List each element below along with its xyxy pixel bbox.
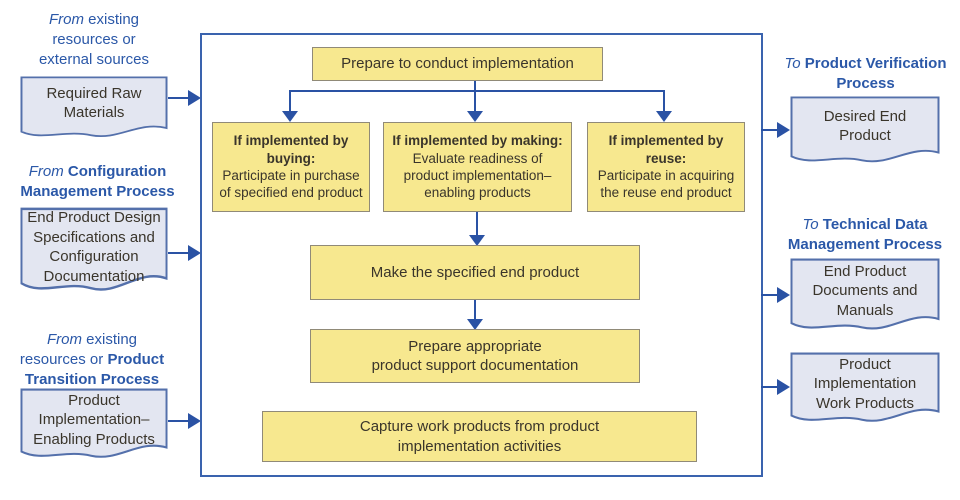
connector-middle-stub: [474, 90, 476, 112]
arrow-input-3-shaft: [168, 420, 190, 422]
arrow-to-prepare-docs-shaft: [474, 300, 476, 320]
arrow-input-2-shaft: [168, 252, 190, 254]
document-implementation-enabling-products: Product Implementation– Enabling Product…: [20, 388, 168, 468]
document-shape-icon: [20, 76, 168, 138]
document-end-product-documents: End Product Documents and Manuals: [790, 258, 940, 340]
document-shape-icon: [20, 388, 168, 458]
branch-if-buying: If implemented by buying: Participate in…: [212, 122, 370, 212]
document-shape-icon: [790, 96, 940, 163]
input-label-existing-resources: From existing resources or external sour…: [29, 10, 159, 69]
arrow-output-2-head: [777, 287, 790, 303]
step-prepare-to-conduct: Prepare to conduct implementation: [312, 47, 603, 81]
connector-drop-line: [474, 81, 476, 92]
arrow-output-3-head: [777, 379, 790, 395]
step-prepare-support-documentation: Prepare appropriate product support docu…: [310, 329, 640, 383]
branch-body: Participate in purchase of specified end…: [219, 168, 363, 201]
document-text: Required Raw Materials: [46, 84, 142, 122]
arrow-input-3-head: [188, 413, 201, 429]
connector-right-stub: [663, 90, 665, 112]
connector-left-stub: [289, 90, 291, 112]
branch-if-reuse: If implemented by reuse: Participate in …: [587, 122, 745, 212]
document-shape-icon: [20, 207, 168, 291]
label-bold-part: Configuration Management Process: [20, 163, 175, 200]
label-normal-part: existing resources or external sources: [38, 11, 150, 68]
step-text: Capture work products from product imple…: [359, 418, 600, 455]
label-italic-part: To: [784, 55, 801, 72]
label-italic-part: From: [28, 163, 64, 180]
branch-header: If implemented by buying:: [233, 133, 349, 166]
step-text: Prepare to conduct implementation: [341, 55, 574, 73]
label-normal-part: existing resources or: [19, 331, 138, 368]
document-required-raw-materials: Required Raw Materials: [20, 76, 168, 146]
document-shape-icon: [790, 352, 940, 422]
arrow-input-2-head: [188, 245, 201, 261]
document-text: End Product Design Specifications and Co…: [27, 209, 161, 285]
arrow-to-make-head: [469, 235, 485, 246]
label-bold-part: Product Transition Process: [24, 350, 165, 388]
step-text: Prepare appropriate product support docu…: [371, 337, 579, 375]
document-text: Product Implementation– Enabling Product…: [33, 391, 155, 448]
process-container-box: [200, 33, 763, 477]
step-capture-work-products: Capture work products from product imple…: [262, 411, 697, 462]
branch-header: If implemented by reuse:: [608, 133, 724, 166]
branch-if-making: If implemented by making: Evaluate readi…: [383, 122, 572, 212]
branch-arrow-2-head: [467, 111, 483, 122]
arrow-input-1-head: [188, 90, 201, 106]
arrow-output-1-head: [777, 122, 790, 138]
arrow-output-3-shaft: [761, 386, 779, 388]
step-make-end-product: Make the specified end product: [310, 245, 640, 300]
arrow-output-2-shaft: [761, 294, 779, 296]
output-label-product-verification: To Product Verification Process: [783, 54, 948, 94]
branch-body: Participate in acquiring the reuse end p…: [597, 168, 735, 201]
branch-arrow-1-head: [282, 111, 298, 122]
step-text: Make the specified end product: [370, 263, 580, 281]
arrow-to-make-shaft: [476, 212, 478, 236]
arrow-output-1-shaft: [761, 129, 779, 131]
branch-body: Evaluate readiness of product implementa…: [403, 150, 552, 201]
branch-arrow-3-head: [656, 111, 672, 122]
output-label-technical-data-management: To Technical Data Management Process: [775, 215, 955, 255]
input-label-configuration-management: From Configuration Management Process: [10, 162, 185, 202]
document-desired-end-product: Desired End Product: [790, 96, 940, 172]
document-text: Product Implementation Work Products: [813, 355, 917, 412]
input-label-product-transition: From existing resources or Product Trans…: [12, 330, 172, 389]
label-bold-part: Technical Data Management Process: [787, 216, 943, 253]
arrow-input-1-shaft: [168, 97, 190, 99]
label-bold-part: Product Verification Process: [804, 55, 947, 92]
document-end-product-design-specs: End Product Design Specifications and Co…: [20, 207, 168, 303]
document-text: End Product Documents and Manuals: [812, 262, 918, 319]
label-italic-part: To: [802, 216, 819, 233]
document-text: Desired End Product: [823, 107, 907, 145]
branch-header: If implemented by making:: [392, 133, 563, 149]
label-italic-part: From: [46, 331, 82, 348]
arrow-to-prepare-docs-head: [467, 319, 483, 330]
document-implementation-work-products: Product Implementation Work Products: [790, 352, 940, 432]
label-italic-part: From: [48, 11, 84, 28]
connector-horizontal-line: [289, 90, 665, 92]
document-shape-icon: [790, 258, 940, 330]
